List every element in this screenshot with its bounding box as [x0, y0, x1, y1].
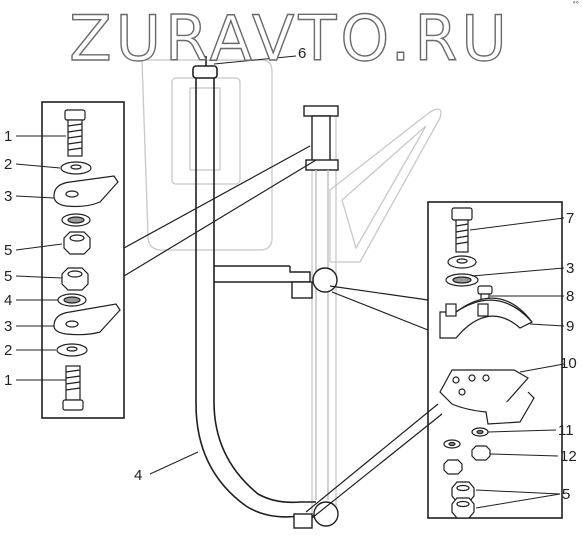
guide-rod — [192, 56, 316, 518]
left-detail-panel — [41, 101, 317, 419]
callout-7: 7 — [566, 210, 575, 227]
spacer-right — [445, 273, 479, 287]
plate-low — [53, 303, 121, 336]
nut-top — [63, 231, 91, 255]
bottom-ball-joint — [313, 501, 339, 527]
ghost-door-frame — [141, 59, 273, 251]
rod-top-cap — [192, 65, 218, 79]
guide-rod-outer — [195, 74, 316, 518]
left-pointer-a — [123, 145, 311, 249]
right-detail-panel — [305, 201, 563, 519]
washer-low — [56, 343, 88, 357]
channel-clamp — [305, 159, 339, 171]
callout-10: 10 — [560, 355, 577, 372]
bracket-9 — [439, 297, 533, 339]
callout-3-low: 3 — [4, 318, 13, 335]
callout-5-top: 5 — [4, 242, 13, 259]
callout-12: 12 — [560, 448, 577, 465]
mid-bracket-step — [289, 266, 311, 282]
window-channel — [214, 105, 339, 529]
right-pointer-a — [329, 285, 429, 301]
callout-1-low: 1 — [4, 372, 13, 389]
right-pointer-c — [305, 403, 439, 513]
callout-11: 11 — [558, 422, 574, 439]
mid-ball-joint — [312, 267, 338, 293]
ghost-mirror-inner — [341, 125, 427, 250]
plate-top — [53, 175, 119, 208]
bolt-low — [62, 365, 84, 411]
lockwasher-top — [61, 213, 91, 227]
callout-6: 6 — [298, 45, 307, 62]
watermark-logo: ZURAVTO.RU — [68, 2, 511, 75]
ghost-glass-slot — [189, 87, 221, 171]
ghost-inner-frame — [171, 77, 241, 185]
callout-3-right: 3 — [566, 260, 575, 277]
callout-2-top: 2 — [4, 156, 13, 173]
callout-5-right: 5 — [562, 486, 571, 503]
bottom-block — [293, 513, 313, 529]
plate-10 — [439, 369, 535, 425]
nut-low — [61, 267, 89, 291]
callout-5-mid: 5 — [4, 268, 13, 285]
ghost-background — [141, 59, 442, 520]
callout-1-top: 1 — [4, 128, 13, 145]
nut-12 — [443, 445, 491, 475]
right-pointer-d — [311, 413, 443, 519]
mid-block — [291, 281, 313, 299]
nuts-5-right — [451, 481, 475, 519]
channel-top-cap — [303, 105, 339, 117]
callout-4-main: 4 — [134, 467, 143, 484]
washer-top — [60, 161, 92, 175]
callout-3-top: 3 — [4, 188, 13, 205]
bolt-top — [64, 109, 86, 157]
leader-lines — [15, 55, 565, 509]
channel-body-top — [311, 115, 331, 165]
left-pointer-b — [123, 159, 317, 277]
callout-9: 9 — [566, 318, 575, 335]
bolt-7 — [451, 207, 473, 253]
left-panel-frame — [41, 101, 125, 419]
callout-8: 8 — [566, 288, 575, 305]
washer-right — [447, 255, 477, 269]
lockwasher-low — [57, 293, 87, 307]
washer-11 — [443, 427, 489, 449]
callout-4-left: 4 — [4, 292, 13, 309]
callout-2-low: 2 — [4, 342, 13, 359]
right-pointer-b — [331, 291, 429, 331]
ghost-mirror — [329, 108, 442, 263]
guide-rod-inner — [213, 74, 316, 504]
corner-mark: °° — [572, 0, 579, 9]
